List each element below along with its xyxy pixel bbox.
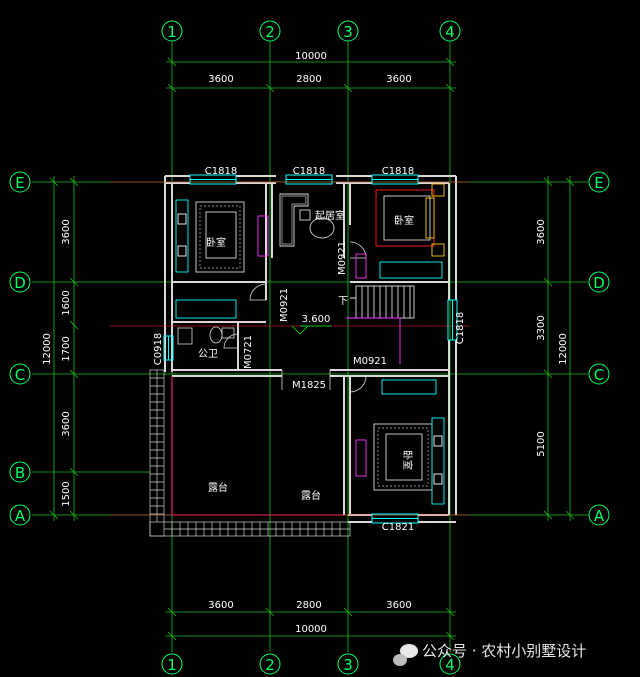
room-bath: 公卫: [198, 349, 218, 360]
furniture-se-bedroom: [355, 379, 445, 505]
axis-c-right: C: [594, 366, 604, 384]
axis-1-bottom: 1: [167, 656, 177, 674]
top-dimensions: [166, 57, 456, 93]
watermark-text: 公众号 · 农村小别墅设计: [422, 642, 586, 660]
axis-4-top: 4: [445, 23, 455, 41]
axis-2-top: 2: [265, 23, 275, 41]
window-c1818-n: C1818: [293, 166, 325, 177]
stair-down-label: 下: [338, 296, 348, 307]
axis-4-bottom: 4: [445, 656, 455, 674]
axis-lines: [32, 42, 588, 652]
floor-level: 3.600: [302, 314, 331, 325]
red-axis-lines: [110, 181, 470, 516]
level-mark: [291, 325, 332, 335]
top-span-2: 2800: [296, 74, 321, 85]
axis-c-left: C: [15, 366, 25, 384]
axis-bubbles-right: [588, 171, 610, 526]
left-span-5: 1500: [61, 481, 72, 506]
door-m0921-se: M0921: [353, 356, 387, 367]
axis-e-right: E: [594, 174, 603, 192]
axis-bubbles-left: [9, 171, 31, 526]
axis-3-bottom: 3: [343, 656, 353, 674]
top-span-1: 3600: [208, 74, 233, 85]
room-terrace-1: 露台: [208, 481, 228, 494]
furniture-living: [279, 193, 335, 247]
stairs: [346, 285, 415, 364]
left-total-dim: 12000: [42, 333, 53, 365]
furniture-bath: [177, 326, 235, 345]
door-m1825: M1825: [292, 380, 326, 391]
axis-1-top: 1: [167, 23, 177, 41]
window-c1818-east: C1818: [455, 312, 466, 344]
window-c1818-ne: C1818: [382, 166, 414, 177]
right-dimensions: [543, 176, 575, 521]
bottom-dimensions: [166, 607, 456, 641]
door-m0721: M0721: [243, 335, 254, 369]
window-c1818-nw: C1818: [205, 166, 237, 177]
axis-d-left: D: [14, 274, 26, 292]
top-total-dim: 10000: [295, 51, 327, 62]
bottom-span-1: 3600: [208, 600, 233, 611]
bottom-span-3: 3600: [386, 600, 411, 611]
top-span-3: 3600: [386, 74, 411, 85]
walls: [164, 175, 457, 523]
door-m0921-living: M0921: [279, 288, 290, 322]
axis-bubbles-bottom: [161, 653, 461, 675]
room-terrace-2: 露台: [301, 489, 321, 502]
right-span-2: 3300: [536, 315, 547, 340]
room-bedroom-ne: 卧室: [394, 214, 414, 227]
window-c1821: C1821: [382, 522, 414, 533]
right-span-3: 5100: [536, 431, 547, 456]
room-bedroom-se: 卧室: [401, 450, 414, 470]
axis-2-bottom: 2: [265, 656, 275, 674]
furniture-ne-bedroom: [355, 183, 445, 279]
left-span-1: 3600: [61, 219, 72, 244]
axis-bubbles-top: [161, 20, 461, 42]
axis-a-left: A: [15, 507, 26, 525]
bottom-span-2: 2800: [296, 600, 321, 611]
terrace-railing: [149, 369, 351, 537]
window-c0918: C0918: [153, 333, 164, 365]
left-dimensions: [49, 176, 79, 521]
axis-e-left: E: [15, 174, 24, 192]
door-m0921-ne: M0921: [337, 241, 348, 275]
bottom-total-dim: 10000: [295, 624, 327, 635]
left-span-2: 1600: [61, 290, 72, 315]
windows: [163, 174, 458, 524]
left-span-4: 3600: [61, 411, 72, 436]
axis-3-top: 3: [343, 23, 353, 41]
right-span-1: 3600: [536, 219, 547, 244]
left-span-3: 1700: [61, 336, 72, 361]
axis-b-left: B: [15, 464, 25, 482]
axis-a-right: A: [594, 507, 605, 525]
watermark-logo-icon: [393, 644, 418, 666]
axis-d-right: D: [593, 274, 605, 292]
furniture-nw-bedroom: [175, 199, 269, 319]
room-living: 起居室: [315, 209, 345, 222]
right-total-dim: 12000: [558, 333, 569, 365]
room-bedroom-nw: 卧室: [206, 236, 226, 249]
